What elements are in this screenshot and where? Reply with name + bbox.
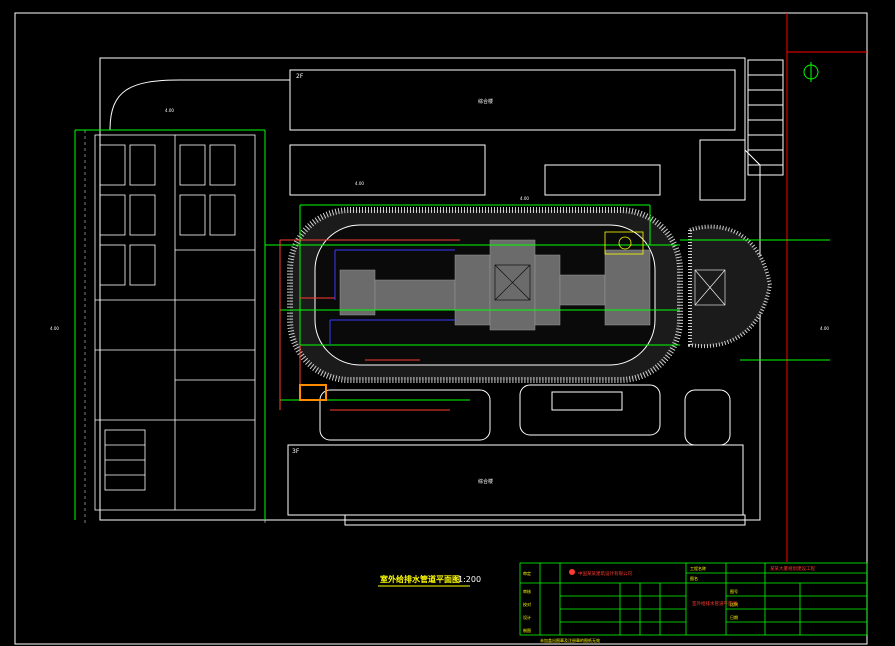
- right-pavilion: [694, 269, 726, 306]
- dim-tag: 4.00: [820, 326, 829, 331]
- lawn-block-4: [319, 389, 491, 441]
- row-label: 制图: [523, 627, 531, 633]
- central-building: [339, 239, 651, 331]
- lawn-block-1: [289, 144, 486, 196]
- north-arrow-icon: [803, 62, 819, 82]
- right-circle-plaza: [688, 224, 773, 349]
- title-block-row-labels: 审定 审核 校对 设计 制图: [523, 570, 531, 633]
- block-label-bottom: 综合楼: [478, 478, 493, 485]
- col-label: 日期: [730, 614, 738, 620]
- road-curve-topleft: [109, 79, 290, 131]
- sheet-frame: [14, 12, 868, 645]
- water-supply-pipes: [74, 129, 830, 520]
- pump-chamber: [299, 384, 327, 401]
- col-label: 工程名称: [690, 565, 706, 571]
- lawn-block-6: [684, 389, 731, 446]
- company-name: 中国某某建筑设计有限公司: [578, 570, 632, 577]
- project-name: 某某大厦规划建设工程: [770, 565, 815, 572]
- row-label: 审核: [523, 588, 531, 594]
- row-label: 审定: [523, 570, 531, 576]
- lawn-block-2: [544, 164, 661, 196]
- dimension-tags: 4.00 4.00 4.00 4.00 4.00: [50, 108, 829, 331]
- rain-pipes: [329, 249, 455, 345]
- parking-stalls: [747, 59, 784, 176]
- manholes: [604, 231, 644, 255]
- building-bottom-step: [344, 514, 746, 526]
- dim-tag: 4.00: [355, 181, 364, 186]
- building-top: [289, 69, 736, 131]
- dim-tag: 4.00: [165, 108, 174, 113]
- pad-small: [551, 391, 623, 411]
- title-block-drawing-name: 室外给排水管道平面图: [692, 600, 737, 607]
- floor-label-top: 2F: [296, 73, 304, 80]
- row-label: 校对: [523, 601, 531, 607]
- company-logo-icon: [569, 569, 575, 575]
- drawing-title: 室外给排水管道平面图: [380, 574, 460, 584]
- title-block-col-labels: 工程名称 图名 图号 比例 日期: [690, 565, 738, 620]
- title-block: [519, 562, 868, 636]
- col-label: 图名: [690, 575, 698, 581]
- block-label-top: 综合楼: [478, 98, 493, 105]
- dim-tag: 4.00: [520, 196, 529, 201]
- lawn-block-5: [519, 384, 661, 436]
- roof-pyramid: [494, 264, 531, 301]
- col-label: 图号: [730, 588, 738, 594]
- left-building: [94, 134, 256, 511]
- dim-tag: 4.00: [50, 326, 59, 331]
- floor-label-bottom: 3F: [292, 448, 300, 455]
- row-label: 设计: [523, 614, 531, 620]
- col-label: 比例: [730, 601, 738, 607]
- lawn-block-3: [699, 139, 746, 201]
- building-bottom: [287, 444, 744, 516]
- title-block-footer: 未加盖出图章及注册章的图纸无效: [540, 637, 600, 643]
- drawing-scale: 1:200: [458, 575, 481, 584]
